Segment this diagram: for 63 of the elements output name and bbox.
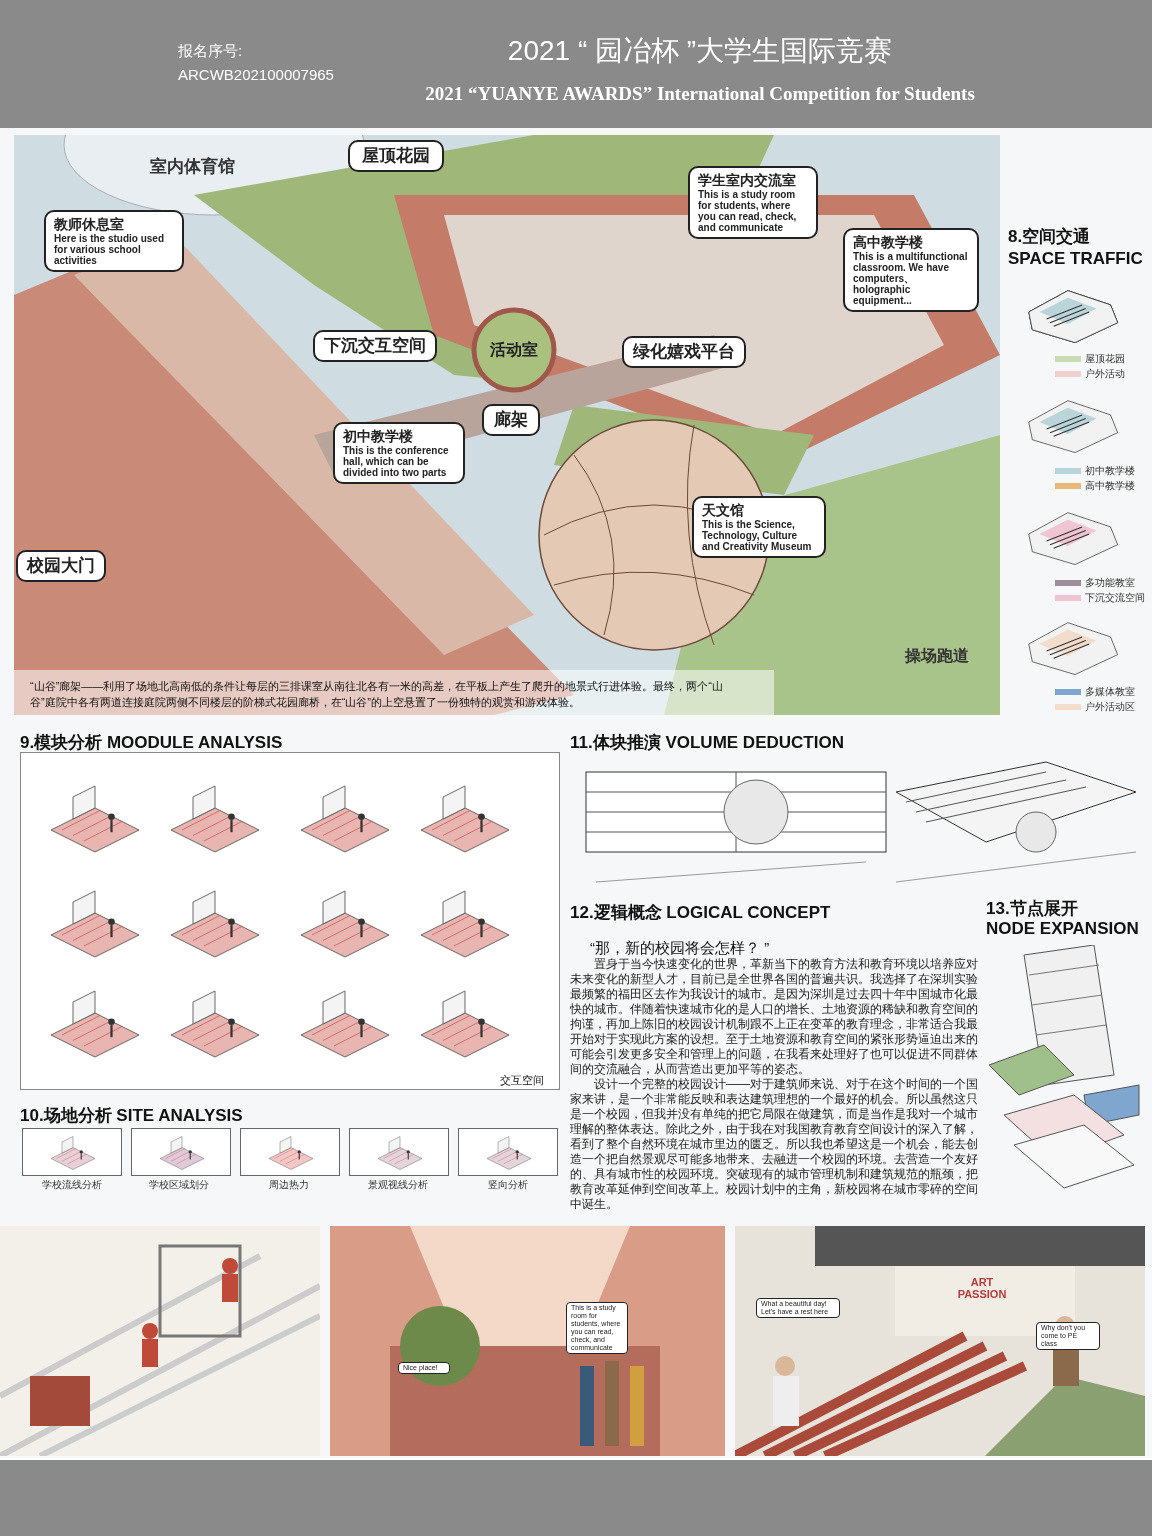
callout-title: 廊架 (493, 410, 529, 430)
legend-text: 初中教学楼 (1085, 464, 1135, 478)
poster-title: 2021 “ 园冶杯 ”大学生国际竞赛 (506, 34, 894, 68)
site-caption: 周边热力 (268, 1178, 310, 1192)
callout-bubble (843, 228, 979, 312)
callout-bubble (622, 336, 746, 368)
section-heading: NODE EXPANSION (986, 918, 1140, 940)
registration-number: ARCWB202100007965 (178, 65, 335, 85)
area-label: 室内体育馆 (150, 156, 236, 178)
section-heading: 10.场地分析 SITE ANALYSIS (20, 1105, 244, 1127)
callout-bubble (313, 330, 437, 362)
callout-title: 校园大门 (26, 556, 96, 576)
callout-title: 屋顶花园 (361, 146, 431, 166)
quote-text: “那，新的校园将会怎样？ ” (590, 938, 770, 957)
site-caption: 学校流线分析 (41, 1178, 103, 1192)
callout-bubble (16, 550, 106, 582)
legend-text: 户外活动 (1085, 367, 1125, 381)
subtitle: 2021 “YUANYE AWARDS” International Competition for Students (424, 82, 976, 106)
site-caption: 学校区域划分 (148, 1178, 210, 1192)
speech-bubble (566, 1302, 628, 1354)
callout-title: 下沉交互空间 (323, 336, 427, 356)
callout-text: This is a study room for students, where you can read, check, and communicate (698, 189, 798, 233)
section-heading: 9.模块分析 MOODULE ANALYSIS (20, 732, 284, 754)
caption-text: “山谷”廊架——利用了场地北高南低的条件让每层的三排课室从南往北各有一米的高差，在平板上产生了爬升的地景式行进体验。最终，两个“山谷”庭院中各有两道连接庭院两侧不同楼层的阶梯式花园廊桥，在“山谷”的上空悬置了一份独特的观赏和游戏体验。 (30, 679, 724, 710)
callout-text: This is the Science, Technology, Culture and Creativity Museum (702, 519, 813, 552)
speech-bubble (398, 1362, 450, 1374)
site-caption: 景观视线分析 (367, 1178, 429, 1192)
callout-bubble (482, 404, 540, 436)
module-label: 交互空间 (500, 1073, 545, 1088)
legend-text: 高中教学楼 (1085, 479, 1135, 493)
callout-title: 绿化嬉戏平台 (632, 342, 736, 362)
section-heading: SPACE TRAFFIC (1008, 248, 1144, 270)
callout-bubble (692, 496, 826, 558)
callout-text: This is a multifunctional classroom. We have computers、holographic equipment... (853, 251, 969, 306)
callout-text: Here is the studio used for various school activities (54, 233, 166, 266)
legend-text: 多媒体教室 (1085, 685, 1135, 699)
callout-bubble (348, 140, 444, 172)
section-heading: 12.逻辑概念 LOGICAL CONCEPT (570, 902, 832, 924)
area-label: 活动室 (489, 340, 539, 360)
callout-bubble (333, 422, 465, 484)
site-caption: 竖向分析 (487, 1178, 529, 1192)
callout-text: This is the conference hall, which can be divided into two parts (343, 445, 450, 478)
callout-title: 教师休息室 (54, 216, 125, 233)
area-label: 操场跑道 (905, 646, 970, 666)
callout-title: 学生室内交流室 (698, 172, 797, 189)
legend-text: 多功能教室 (1085, 576, 1135, 590)
callout-title: 高中教学楼 (853, 234, 924, 251)
callout-bubble (688, 166, 818, 239)
section-heading: 8.空间交通 (1008, 226, 1092, 248)
body-paragraph: 置身于当今快速变化的世界，革新当下的教育方法和教育环境以培养应对未来变化的新型人才，目前已是全世界各国的普遍共识。我选择了在深圳实验最频繁的福田区去作为我设计的城市。是因为深圳是过去四十年中国城市化最快的城市。伴随着快速城市化的是人口的增长、土地资源的稀缺和教育空间的拘谨，再加上陈旧的校园设计机制跟不上正在变革的教育理念，非常适合我最开始对于实现此方案的设想。至于土地资源和教育空间的紧张形势逼迫出来的可能会引发更多安全和管理上的问题，在我看来处理好了也可以促进不同群体间的交流融合，从而营造出更加平等的姿态。 (570, 957, 979, 1077)
callout-title: 天文馆 (702, 502, 745, 519)
speech-bubble (1036, 1322, 1100, 1350)
legend-text: 下沉交流空间 (1085, 591, 1145, 605)
callout-title: 初中教学楼 (343, 428, 414, 445)
legend-text: 屋顶花园 (1085, 352, 1125, 366)
body-paragraph: 设计一个完整的校园设计——对于建筑师来说、对于在这个时间的一个国家来讲，是一个非常能反映和表达建筑理想的一个最好的机会。所以虽然这只是一个校园，但我并没有单纯的把它局限在做建筑，而是当作是我对一个城市理解的整体表达。除此之外，由于我在对我国教育教育空间设计的深入了解，看到了整个自然环境在城市里边的匮乏。所以我也希望这是一个机会，能去创造一个把自然景观尽可能多地带来、去融进一个校园的环境。去营造一个友好的、具有城市性的校园环境。突破现有的城市管理机制和建筑规范的瓶颈，把教育改革延伸到空间改革上。校园计划中的主角，新校园将在城市零碎的空间中诞生。 (570, 1077, 979, 1212)
section-heading: 11.体块推演 VOLUME DEDUCTION (570, 732, 845, 754)
callout-bubble (44, 210, 184, 272)
legend-text: 户外活动区 (1085, 700, 1135, 714)
section-heading: 13.节点展开 (986, 898, 1079, 920)
wall-sign-text: ART PASSION (956, 1276, 1008, 1300)
registration-label: 报名序号: (178, 41, 244, 61)
speech-bubble (756, 1298, 840, 1318)
